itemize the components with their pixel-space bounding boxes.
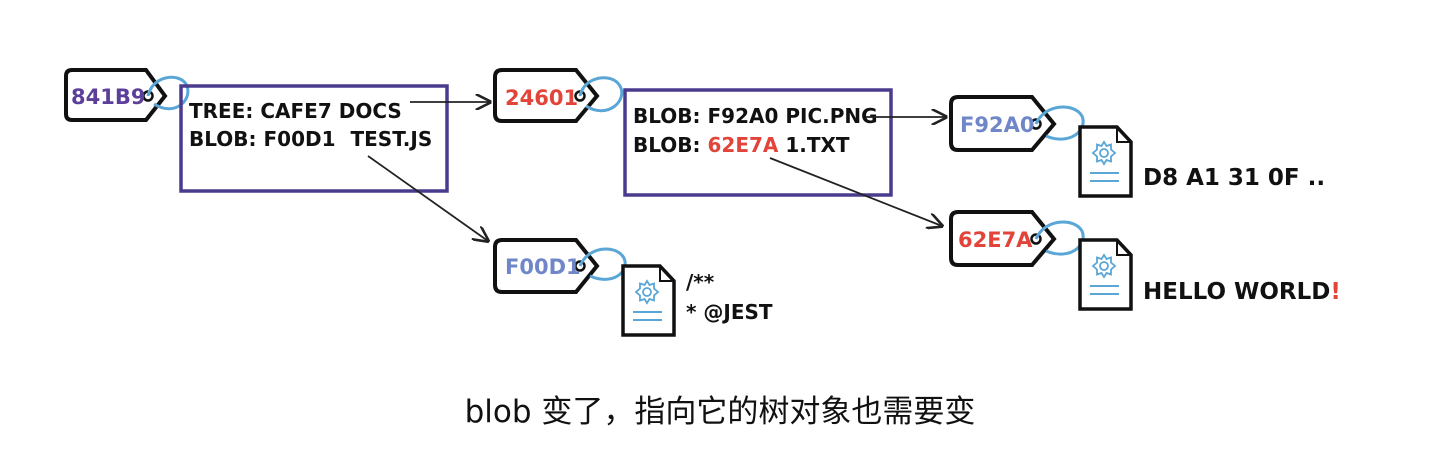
caption: blob 变了，指向它的树对象也需要变 (464, 394, 976, 430)
blob-content-line-1: /** (686, 270, 715, 294)
commit-object-tag: 841B9 (64, 68, 190, 122)
blob-content-line-2: * @JEST (686, 300, 773, 324)
docs-tree-box: BLOB: F92A0 PIC.PNG BLOB: 62E7A 1.TXT (623, 88, 893, 197)
blob-hash: F92A0 (960, 113, 1034, 137)
blob-content: HELLO WORLD! (1143, 279, 1341, 305)
blob-f00d1-tag: F00D1 (493, 238, 627, 294)
arrow-testjs-to-blob (367, 155, 488, 241)
tag-string-loop (1034, 220, 1085, 256)
tag-string-loop (578, 76, 624, 113)
document-gear-icon (1078, 125, 1133, 198)
tag-string-loop (146, 75, 190, 111)
tag-string-loop (1034, 105, 1085, 141)
docs-tree-entry-2: BLOB: 62E7A 1.TXT (633, 133, 850, 157)
blob-hash: 62E7A (958, 228, 1033, 252)
tag-string-loop (578, 247, 627, 281)
blob-content-line-1: D8 A1 31 0F .. (1143, 165, 1325, 191)
blob-f92a0-tag: F92A0 (949, 95, 1085, 152)
blob-62e7a-tag: 62E7A (949, 210, 1085, 267)
commit-hash: 841B9 (71, 85, 145, 109)
root-tree-hash: 24601 (505, 86, 578, 110)
arrow-txt-to-blob (769, 157, 942, 226)
document-gear-icon (1078, 238, 1133, 311)
docs-tree-entry-1: BLOB: F92A0 PIC.PNG (633, 104, 878, 128)
root-tree-entry-2: BLOB: F00D1 TEST.JS (189, 127, 432, 151)
document-gear-icon (621, 264, 676, 337)
root-tree-entry-1: TREE: CAFE7 DOCS (189, 99, 402, 123)
root-tree-tag: 24601 (493, 68, 624, 123)
root-tree-box: TREE: CAFE7 DOCS BLOB: F00D1 TEST.JS (179, 84, 449, 193)
blob-hash: F00D1 (505, 255, 581, 279)
